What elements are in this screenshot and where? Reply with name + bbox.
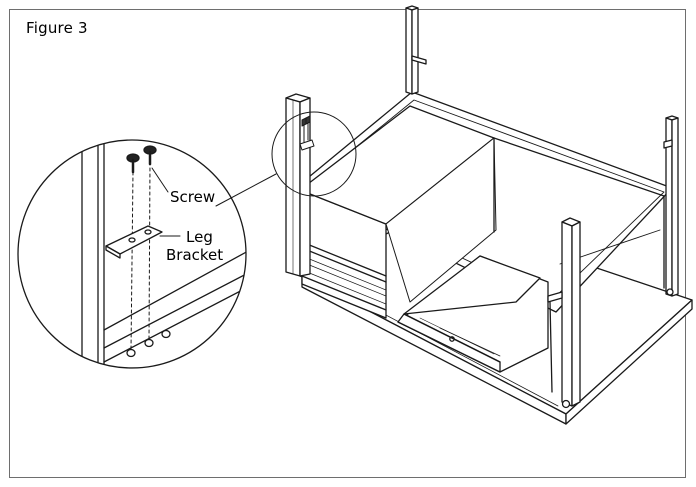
zoom-detail-circle: [17, 139, 247, 369]
leg-back-right: [663, 115, 679, 297]
cabinet-assembly: [285, 5, 693, 425]
figure-title: Figure 3: [26, 19, 88, 37]
leg-back-center: [405, 5, 427, 95]
leg-bracket-label-line2: Bracket: [166, 246, 224, 264]
zoom-connector: [215, 173, 277, 207]
leg-front: [547, 217, 581, 409]
drawer-box: [397, 255, 549, 373]
detail-callout-circle: [271, 111, 357, 197]
leg-bracket-label-line1: Leg: [186, 228, 213, 246]
leg-back-left: [285, 93, 311, 277]
zoom-detail: [81, 140, 246, 368]
screw-label: Screw: [170, 188, 216, 206]
bracket-small: [299, 115, 315, 151]
screw-leader: [151, 167, 169, 193]
screw-right: [143, 145, 157, 166]
screw-left: [126, 153, 140, 174]
